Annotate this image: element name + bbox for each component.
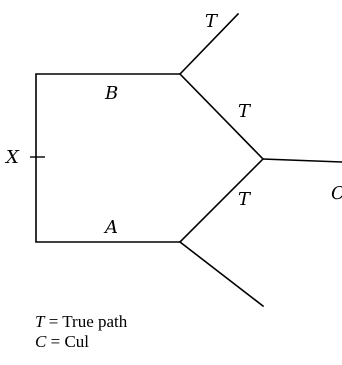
label-a: A bbox=[103, 217, 118, 238]
legend-text: True path bbox=[62, 312, 128, 331]
legend-symbol: T bbox=[35, 312, 45, 331]
legend-equals: = bbox=[50, 332, 61, 351]
lower-t-edge bbox=[178, 157, 265, 244]
label-c: C bbox=[331, 183, 342, 204]
legend-row-true-path: T = True path bbox=[35, 312, 127, 332]
bottom-branch-edge bbox=[178, 240, 265, 308]
top-edge-b bbox=[35, 73, 181, 243]
label-t-top: T bbox=[205, 11, 219, 32]
legend-text: Cul bbox=[64, 332, 89, 351]
upper-t-edge bbox=[178, 72, 265, 161]
label-t-upper: T bbox=[238, 101, 252, 122]
label-x: X bbox=[4, 147, 20, 168]
legend-symbol: C bbox=[35, 332, 47, 351]
label-t-lower: T bbox=[238, 189, 252, 210]
legend-row-cul: C = Cul bbox=[35, 332, 127, 352]
label-b: B bbox=[104, 83, 118, 104]
legend: T = True path C = Cul bbox=[35, 312, 127, 352]
cul-edge bbox=[262, 158, 342, 163]
top-branch-edge bbox=[178, 12, 240, 76]
legend-equals: = bbox=[48, 312, 59, 331]
